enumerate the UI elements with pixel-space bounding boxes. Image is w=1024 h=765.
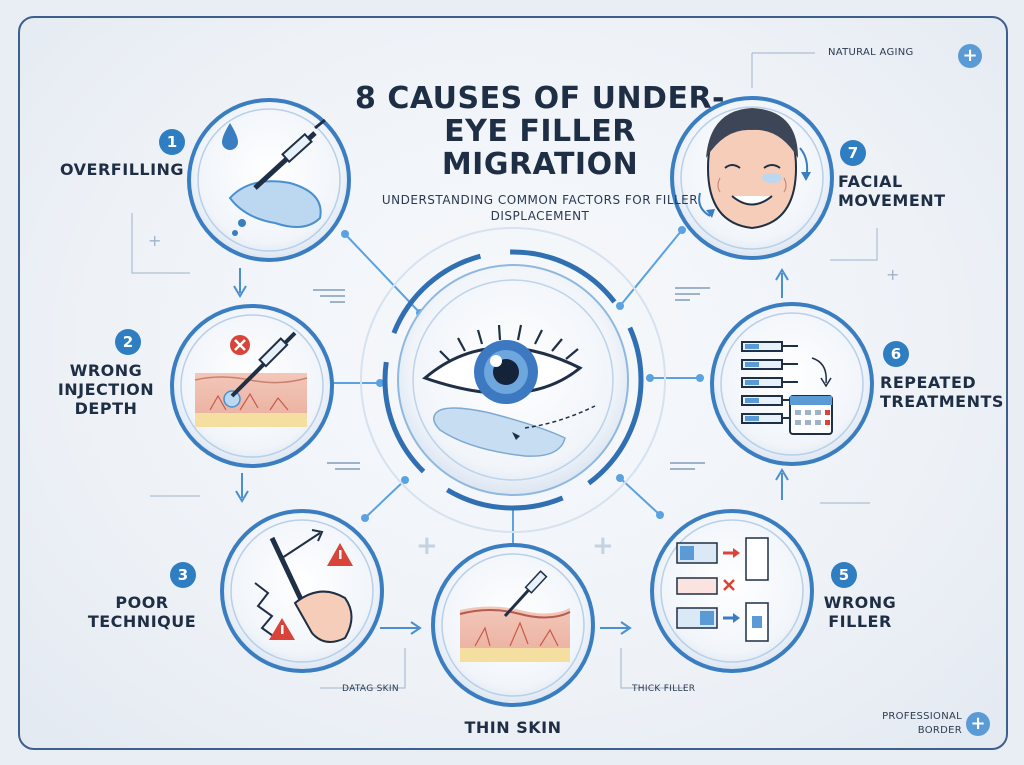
- bubble-thin-skin: [431, 543, 595, 707]
- bubble-wrong-filler: [650, 509, 814, 673]
- eyelashes: [439, 324, 579, 362]
- svg-text:+: +: [886, 265, 899, 284]
- bubble-overfilling: [187, 98, 351, 262]
- label-natural-aging: NATURAL AGING: [828, 47, 914, 58]
- step-number-2: 2: [115, 329, 141, 355]
- page-subtitle: UNDERSTANDING COMMON FACTORS FOR FILLER …: [381, 193, 699, 223]
- step-number-6: 6: [883, 341, 909, 367]
- flow-arrows: [233, 268, 789, 635]
- page-title: 8 CAUSES OF UNDER-EYE FILLER MIGRATION: [355, 81, 725, 182]
- plus-icon-professional-border: +: [966, 712, 990, 736]
- step-number-3: 3: [170, 562, 196, 588]
- decor-plus-large: ++: [416, 531, 614, 561]
- bubble-repeated-treatments: [710, 302, 874, 466]
- decor-plus-signs: ++: [148, 231, 899, 284]
- cause-label-wrong-filler: WRONG FILLER: [823, 593, 897, 631]
- bubble-poor-technique: [220, 509, 384, 673]
- cause-label-wrong-injection-depth: WRONG INJECTION DEPTH: [57, 361, 155, 418]
- step-number-1: 1: [159, 129, 185, 155]
- svg-text:+: +: [416, 531, 438, 561]
- plus-icon-natural-aging: +: [958, 44, 982, 68]
- label-professional-border: PROFESSIONAL BORDER: [882, 711, 962, 736]
- center-eye-hub: [360, 227, 666, 533]
- annotation-lines: [131, 52, 878, 689]
- step-number-5: 5: [831, 562, 857, 588]
- step-number-7: 7: [840, 140, 866, 166]
- infographic-frame: ++ ++: [18, 16, 1008, 750]
- bubble-facial-movement: [670, 96, 834, 260]
- svg-text:+: +: [592, 531, 614, 561]
- decor-dashes: [313, 287, 710, 470]
- label-thick-filler: THICK FILLER: [632, 684, 696, 694]
- diagram-canvas: ++ ++: [131, 52, 899, 707]
- label-datag-skin: DATAG SKIN: [342, 684, 399, 694]
- cause-label-thin-skin: THIN SKIN: [464, 718, 562, 737]
- cause-label-repeated-treatments: REPEATED TREATMENTS: [880, 373, 1004, 411]
- bubble-wrong-injection-depth: [170, 304, 334, 468]
- connector-lines: [330, 229, 700, 563]
- cause-label-facial-movement: FACIAL MOVEMENT: [838, 172, 946, 210]
- svg-text:+: +: [148, 231, 161, 250]
- cause-label-poor-technique: POOR TECHNIQUE: [87, 593, 197, 631]
- cause-label-overfilling: OVERFILLING: [60, 160, 185, 179]
